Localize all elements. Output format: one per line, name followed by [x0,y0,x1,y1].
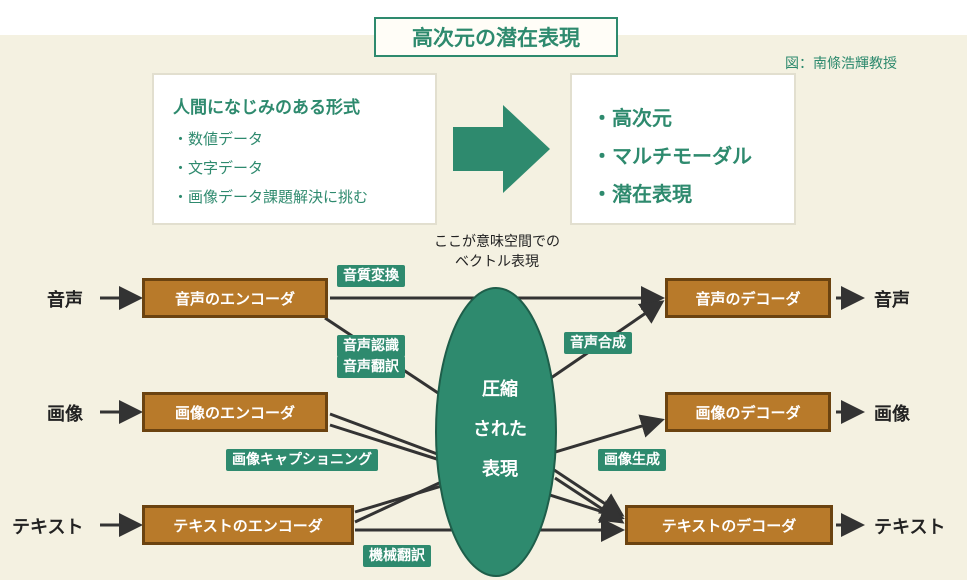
latent-property-item: ・潜在表現 [592,182,692,206]
image-captioning-label: 画像キャプショニング [226,449,378,471]
figure-credit: 図：南條浩輝教授 [785,56,897,72]
vector-space-note: ここが意味空間での ベクトル表現 [434,234,560,270]
input-voice: 音声 [47,290,83,311]
voice-decoder: 音声のデコーダ [665,278,831,318]
familiar-formats-box: 人間になじみのある形式 ・数値データ ・文字データ ・画像データ課題解決に挑む [152,73,437,225]
familiar-formats-heading: 人間になじみのある形式 [173,98,360,118]
output-text: テキスト [874,517,946,538]
speech-synthesis-label: 音声合成 [564,332,632,354]
image-encoder: 画像のエンコーダ [142,392,328,432]
compressed-representation-label: 圧縮 された 表現 [473,379,527,480]
image-generation-label: 画像生成 [598,449,666,471]
speech-translation-label: 音声翻訳 [337,356,405,378]
speech-recognition-label: 音声認識 [337,335,405,357]
output-image: 画像 [874,404,910,425]
familiar-format-item: ・数値データ [173,130,264,148]
transform-arrow-icon [453,105,550,193]
voice-encoder: 音声のエンコーダ [142,278,328,318]
image-decoder: 画像のデコーダ [665,392,831,432]
familiar-format-item: ・文字データ [173,159,264,177]
image-encoder-line [329,412,449,460]
latent-to-text-line [554,476,625,524]
latent-property-item: ・高次元 [592,106,672,130]
voice-conversion-label: 音質変換 [337,265,405,287]
input-image: 画像 [47,404,83,425]
familiar-format-item: ・画像データ課題解決に挑む [173,188,369,206]
latent-properties-box: ・高次元 ・マルチモーダル ・潜在表現 [570,73,796,225]
input-text: テキスト [12,517,84,538]
latent-property-item: ・マルチモーダル [592,144,752,168]
diagram-title: 高次元の潜在表現 [374,17,618,57]
latent-representation-ellipse [435,287,557,577]
output-voice: 音声 [874,290,910,311]
text-encoder: テキストのエンコーダ [142,505,354,545]
text-encoder-line [354,476,451,524]
text-decoder: テキストのデコーダ [625,505,833,545]
machine-translation-label: 機械翻訳 [363,545,431,567]
